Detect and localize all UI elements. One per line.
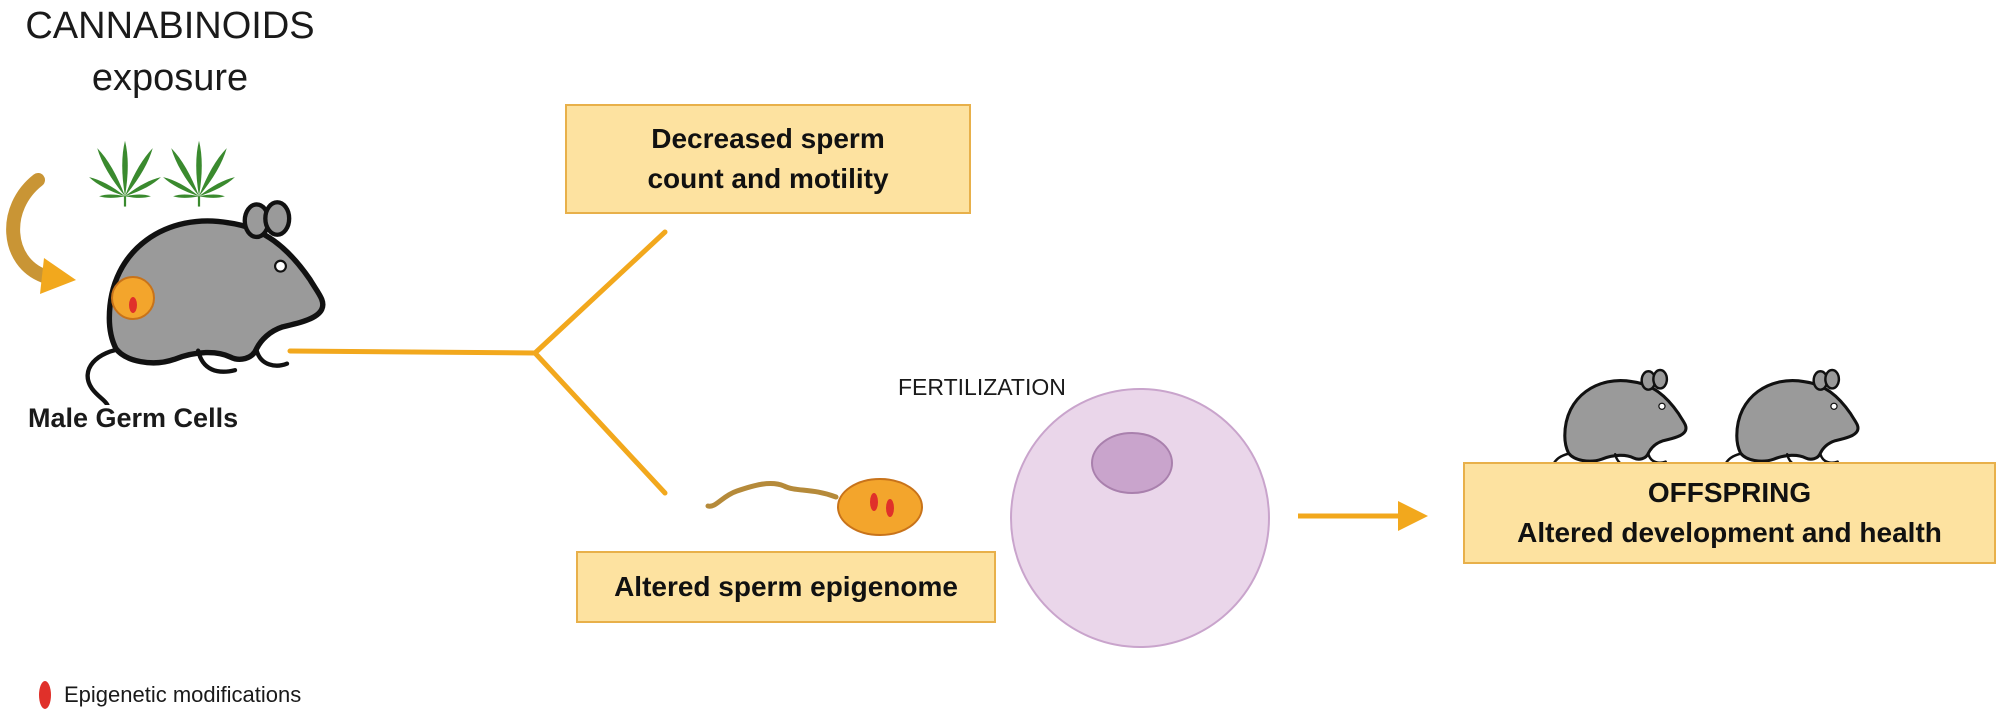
sperm-tail [705,481,839,509]
sperm-count-line-1: Decreased sperm [651,123,885,154]
title-line-2: exposure [91,57,249,99]
connector-branch-up [532,229,668,356]
sperm-epigenome-line-1: Altered sperm epigenome [614,571,958,602]
cannabis-leaf-icon [88,140,162,207]
offspring-line-2: Altered development and health [1517,517,1942,548]
sperm-head-icon [837,478,923,536]
fertilization-label: FERTILIZATION [898,374,1066,400]
offspring-box: OFFSPRING Altered development and health [1463,462,1996,564]
offspring-line-1: OFFSPRING [1647,477,1812,508]
cannabis-leaf-icon [162,140,236,207]
connector-line [287,348,538,356]
epigenetic-mark-icon [129,297,137,313]
epigenetic-mark-icon [886,499,894,517]
title-line-1: CANNABINOIDS [25,5,315,47]
sperm-count-box: Decreased sperm count and motility [565,104,971,214]
epigenetic-mark-icon [870,493,878,511]
legend-mark-icon [39,681,51,709]
oocyte-icon [1010,388,1270,648]
connector-branch-down [532,350,668,496]
nucleus-icon [1091,432,1173,494]
exposure-arrow [6,173,51,283]
sperm-epigenome-box: Altered sperm epigenome [576,551,996,623]
legend-label: Epigenetic modifications [64,682,302,707]
exposure-arrowhead [40,258,76,294]
sperm-count-line-2: count and motility [647,163,889,194]
male-germ-cells-label: Male Germ Cells [28,403,239,433]
